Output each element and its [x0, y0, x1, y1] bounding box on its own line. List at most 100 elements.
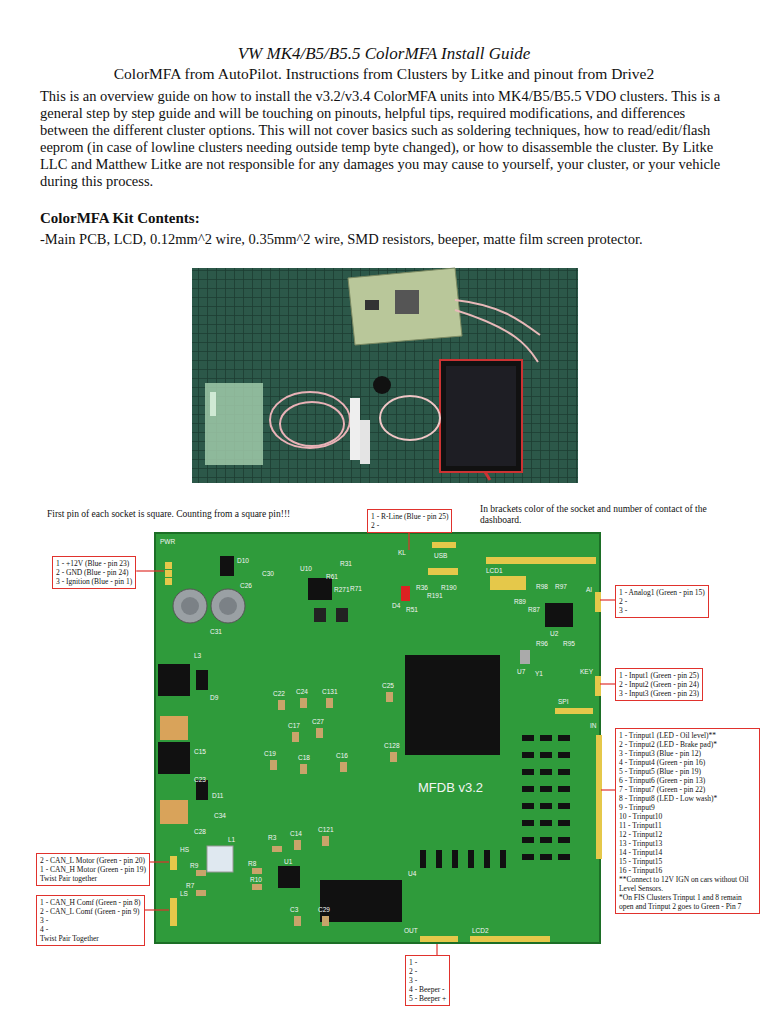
- silkscreen-label: KL: [398, 549, 406, 556]
- pin-text: 7 - Trinput7 (Green - pin 22): [619, 785, 756, 794]
- pin-text: 2 -: [619, 597, 705, 606]
- pin-text: 2 - Input2 (Green - pin 24): [619, 680, 699, 689]
- pin-text: 13 - Trinput13: [619, 839, 756, 848]
- silkscreen-label: SPI: [558, 698, 568, 705]
- pin-text: 4 -: [40, 925, 141, 934]
- silkscreen-label: U4: [408, 870, 416, 877]
- text-label: ColorMFA from AutoPilot. Instructions fr…: [0, 65, 768, 83]
- pin-text: 1 - Input1 (Green - pin 25): [619, 671, 699, 680]
- silkscreen-label: R10: [250, 876, 262, 883]
- silkscreen-label: D10: [237, 557, 249, 564]
- pin-text: 8 - Trinput8 (LED - Low wash)*: [619, 794, 756, 803]
- silkscreen-label: R97: [555, 583, 567, 590]
- leader-line: [601, 789, 615, 790]
- silkscreen-label: C26: [240, 582, 252, 589]
- leader-line: [145, 909, 169, 910]
- leader-line: [600, 683, 615, 684]
- callout-box: 1 - Trinput1 (LED - Oil level)**2 - Trin…: [615, 728, 760, 914]
- silkscreen-label: R271: [334, 586, 350, 593]
- pin-text: 15 - Trinput15: [619, 857, 756, 866]
- silkscreen-label: U7: [517, 668, 525, 675]
- silkscreen-label: USB: [434, 552, 447, 559]
- silkscreen-label: C128: [384, 742, 400, 749]
- silkscreen-label: U10: [300, 565, 312, 572]
- silkscreen-label: C29: [318, 906, 330, 913]
- silkscreen-label: C17: [288, 722, 300, 729]
- pcb-board: [155, 533, 602, 943]
- text-label: First pin of each socket is square. Coun…: [47, 509, 357, 520]
- callout-box: 1 - Analog1 (Green - pin 15)2 -3 -: [615, 585, 709, 618]
- silkscreen-label: L3: [194, 652, 201, 659]
- silkscreen-label: R51: [406, 606, 418, 613]
- pin-text: 2 - GND (Blue - pin 24): [56, 568, 132, 577]
- intro-paragraph: This is an overview guide on how to inst…: [40, 88, 732, 190]
- callout-box: 1 -2 -3 -4 - Beeper -5 - Beeper +: [405, 955, 450, 1006]
- leader-line: [408, 533, 409, 550]
- pin-text: 3 - Trinput3 (Blue - pin 12): [619, 749, 756, 758]
- silkscreen-label: OUT: [404, 927, 418, 934]
- silkscreen-label: R89: [514, 598, 526, 605]
- silkscreen-label: C23: [194, 776, 206, 783]
- pin-text: 12 - Trinput12: [619, 830, 756, 839]
- silkscreen-label: Y1: [535, 670, 543, 677]
- pin-text: 2 - Trinput2 (LED - Brake pad)*: [619, 740, 756, 749]
- page-title: VW MK4/B5/B5.5 ColorMFA Install Guide: [0, 44, 768, 64]
- pin-text: **Connect to 12V IGN on cars without Oil…: [619, 875, 756, 893]
- pin-text: Twist Pair Together: [40, 934, 141, 943]
- silkscreen-label: C27: [312, 718, 324, 725]
- silkscreen-label: R96: [536, 640, 548, 647]
- silkscreen-label: R71: [350, 585, 362, 592]
- silkscreen-label: C121: [318, 826, 334, 833]
- pin-text: 4 - Beeper -: [409, 985, 446, 994]
- kit-photo: [192, 268, 578, 483]
- silkscreen-label: LS: [180, 890, 188, 897]
- silkscreen-label: U1: [284, 858, 292, 865]
- silkscreen-label: R7: [186, 882, 194, 889]
- text-label: -Main PCB, LCD, 0.12mm^2 wire, 0.35mm^2 …: [40, 231, 760, 248]
- silkscreen-label: IN: [590, 722, 597, 729]
- silkscreen-label: C131: [322, 688, 338, 695]
- silkscreen-label: MFDB v3.2: [418, 780, 483, 795]
- silkscreen-label: D11: [212, 792, 223, 799]
- silkscreen-label: D9: [210, 694, 218, 701]
- callout-box: 1 - Input1 (Green - pin 25)2 - Input2 (G…: [615, 668, 703, 701]
- pin-text: 16 - Trinput16: [619, 866, 756, 875]
- pin-text: 3 -: [40, 916, 141, 925]
- silkscreen-label: D4: [392, 602, 400, 609]
- pin-text: 1 -: [409, 958, 446, 967]
- silkscreen-label: HS: [180, 846, 189, 853]
- silkscreen-label: C31: [210, 628, 222, 635]
- silkscreen-label: C15: [194, 748, 206, 755]
- pin-text: 3 - Input3 (Green - pin 23): [619, 689, 699, 698]
- pin-text: 2 -: [409, 967, 446, 976]
- silkscreen-label: C22: [273, 690, 285, 697]
- silkscreen-label: C25: [382, 682, 394, 689]
- text-label: In brackets color of the socket and numb…: [480, 504, 725, 526]
- pin-text: 1 - Analog1 (Green - pin 15): [619, 588, 705, 597]
- silkscreen-label: C14: [290, 830, 302, 837]
- pin-text: 4 - Trinput4 (Green - pin 16): [619, 758, 756, 767]
- silkscreen-label: R98: [536, 583, 548, 590]
- silkscreen-label: PWR: [160, 538, 175, 545]
- leader-line: [150, 861, 169, 862]
- silkscreen-label: C3: [290, 906, 298, 913]
- pin-text: 1 - CAN_H Motor (Green - pin 19): [40, 865, 146, 874]
- silkscreen-label: KEY: [580, 668, 593, 675]
- leader-line: [600, 599, 615, 600]
- silkscreen-label: U2: [550, 630, 558, 637]
- silkscreen-label: C19: [264, 750, 276, 757]
- silkscreen-label: R8: [248, 860, 256, 867]
- pin-text: 1 - +12V (Blue - pin 23): [56, 559, 132, 568]
- pin-text: *On FIS Clusters Trinput 1 and 8 remain …: [619, 893, 756, 911]
- pin-text: 2 - CAN_L Comf (Green - pin 9): [40, 907, 141, 916]
- silkscreen-label: C30: [262, 570, 274, 577]
- pin-text: 1 - R-Line (Blue - pin 25): [371, 512, 448, 521]
- pin-text: 11 - Trinput11: [619, 821, 756, 830]
- silkscreen-label: R191: [427, 592, 443, 599]
- pin-text: 3 -: [409, 976, 446, 985]
- pin-text: 9 - Trinput9: [619, 803, 756, 812]
- pin-text: 14 - Trinput14: [619, 848, 756, 857]
- pin-text: 5 - Beeper +: [409, 994, 446, 1003]
- silkscreen-label: C28: [194, 828, 206, 835]
